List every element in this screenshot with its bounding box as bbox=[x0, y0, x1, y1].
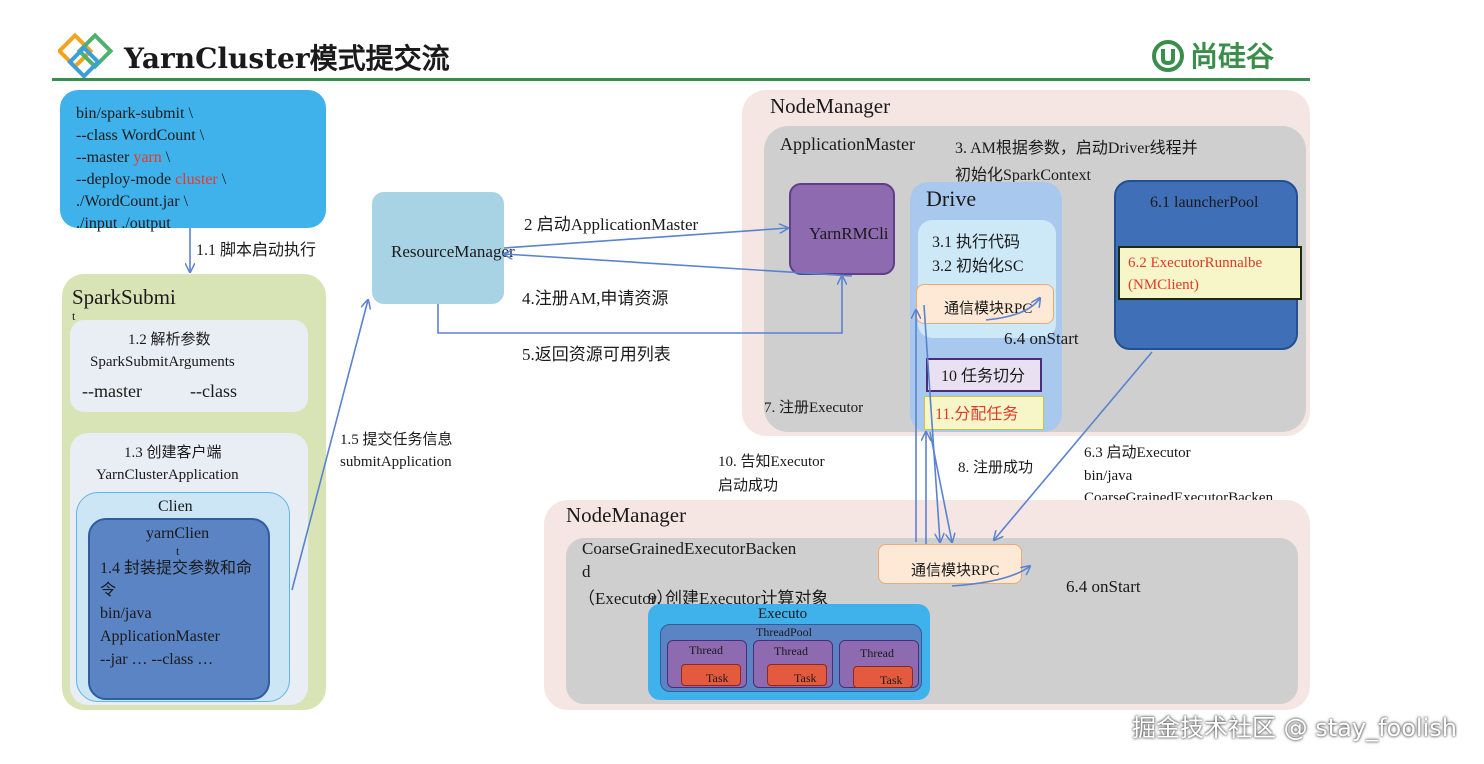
executor-backend-line-1: CoarseGrainedExecutorBacken bbox=[582, 539, 797, 558]
parse-class-option: --class bbox=[190, 381, 237, 401]
assign-task-label: 11.分配任务 bbox=[935, 406, 1019, 423]
step-7-label: 7. 注册Executor bbox=[764, 400, 864, 416]
step-9-label: 9. 创建Executor计算对象 bbox=[648, 589, 829, 608]
step-6-4-executor-label: 6.4 onStart bbox=[1066, 577, 1141, 596]
page-title: YarnCluster模式提交流 bbox=[124, 42, 450, 75]
step-3-2-label: 3.2 初始化SC bbox=[932, 258, 1024, 275]
brand-name: 尚硅谷 bbox=[1190, 40, 1275, 73]
parse-args-box bbox=[70, 320, 308, 412]
task-split-label: 10 任务切分 bbox=[941, 368, 1026, 385]
step-3-line-1: 3. AM根据参数，启动Driver线程并 bbox=[955, 140, 1198, 157]
thread-label: Thread bbox=[774, 644, 808, 658]
step-3-line-2: 初始化SparkContext bbox=[955, 167, 1091, 184]
yarn-rm-client-label: YarnRMCli bbox=[809, 224, 889, 243]
launcher-pool-label: 6.1 launcherPool bbox=[1150, 194, 1259, 211]
task-label: Task bbox=[794, 671, 817, 685]
thread-label: Thread bbox=[689, 643, 723, 657]
task-box bbox=[681, 664, 741, 686]
parse-args-title: 1.2 解析参数 bbox=[128, 332, 211, 348]
step-5-label: 5.返回资源可用列表 bbox=[522, 345, 671, 364]
task-label: Task bbox=[880, 673, 903, 687]
resource-manager-label: ResourceManager bbox=[391, 242, 515, 261]
master-option: --master bbox=[76, 149, 134, 166]
step-10-notify-line-1: 10. 告知Executor bbox=[718, 454, 825, 470]
step-1-5-method: submitApplication bbox=[340, 454, 452, 470]
yarn-client-label: yarnClien bbox=[146, 525, 210, 542]
executor-backend-line-2: d bbox=[582, 562, 591, 581]
executor-runnable-line-2: (NMClient) bbox=[1128, 277, 1199, 293]
yarn-client-box bbox=[88, 518, 270, 700]
node-manager-top-title: NodeManager bbox=[770, 94, 891, 118]
yarn-rm-client-box: YarnRMCli bbox=[789, 183, 895, 275]
node-manager-bottom-title: NodeManager bbox=[566, 503, 687, 527]
task-label: Task bbox=[706, 671, 729, 685]
create-client-class: YarnClusterApplication bbox=[96, 467, 239, 483]
executor-title: Executo bbox=[758, 606, 808, 622]
executor-rpc-label: 通信模块RPC bbox=[911, 563, 1000, 579]
wrap-args-line-4: ApplicationMaster bbox=[100, 628, 220, 645]
line-continuation: \ bbox=[161, 149, 171, 166]
step-4-label: 4.注册AM,申请资源 bbox=[522, 289, 669, 308]
step-6-3-line-2: bin/java bbox=[1084, 468, 1133, 484]
parse-master-option: --master bbox=[82, 381, 142, 401]
submit-line-2: --class WordCount \ bbox=[76, 127, 205, 144]
yarn-client-label-cont: t bbox=[176, 544, 180, 558]
spark-submit-title-cont: t bbox=[72, 309, 76, 323]
wrap-args-line-1: 1.4 封装提交参数和命 bbox=[100, 560, 253, 577]
create-client-title: 1.3 创建客户端 bbox=[124, 445, 222, 461]
step-6-3-line-1: 6.3 启动Executor bbox=[1084, 445, 1191, 461]
brand-icon bbox=[1152, 40, 1184, 72]
executor-runnable-box bbox=[1118, 246, 1302, 300]
step-1-5-label: 1.5 提交任务信息 bbox=[340, 432, 453, 448]
application-master-title: ApplicationMaster bbox=[780, 134, 915, 154]
step-8-label: 8. 注册成功 bbox=[958, 460, 1034, 476]
submit-command-box bbox=[60, 90, 326, 228]
logo-icon bbox=[56, 28, 120, 82]
step-3-1-label: 3.1 执行代码 bbox=[932, 234, 1021, 251]
deploy-mode-value: cluster bbox=[175, 171, 218, 188]
submit-line-4: --deploy-mode cluster \ bbox=[76, 169, 226, 191]
master-value: yarn bbox=[133, 149, 162, 166]
parse-args-class: SparkSubmitArguments bbox=[90, 354, 235, 370]
submit-line-5: ./WordCount.jar \ bbox=[76, 193, 189, 210]
driver-title: Drive bbox=[926, 186, 977, 211]
spark-submit-title: SparkSubmi bbox=[72, 285, 176, 309]
watermark-text: 掘金技术社区 @ stay_foolish bbox=[1132, 714, 1457, 742]
submit-line-1: bin/spark-submit \ bbox=[76, 105, 193, 122]
driver-rpc-label: 通信模块RPC bbox=[944, 301, 1033, 317]
submit-line-6: ./input ./output bbox=[76, 215, 171, 232]
task-box bbox=[853, 666, 913, 688]
thread-pool-label: ThreadPool bbox=[756, 625, 812, 639]
deploy-mode-option: --deploy-mode bbox=[76, 171, 176, 188]
wrap-args-line-3: bin/java bbox=[100, 605, 152, 622]
step-1-1-label: 1.1 脚本启动执行 bbox=[196, 242, 317, 259]
title-underline bbox=[52, 78, 1310, 81]
line-continuation: \ bbox=[217, 171, 227, 188]
step-2-label: 2 启动ApplicationMaster bbox=[524, 215, 699, 234]
submit-line-3: --master yarn \ bbox=[76, 147, 170, 169]
task-box bbox=[767, 664, 827, 686]
wrap-args-line-5: --jar … --class … bbox=[100, 651, 214, 668]
executor-paren-label: （Executor） bbox=[578, 589, 674, 608]
wrap-args-line-2: 令 bbox=[100, 582, 117, 599]
client-label: Clien bbox=[158, 498, 193, 515]
step-10-notify-line-2: 启动成功 bbox=[718, 478, 779, 494]
executor-runnable-line-1: 6.2 ExecutorRunnalbe bbox=[1128, 255, 1263, 271]
step-6-4-driver-label: 6.4 onStart bbox=[1004, 329, 1079, 348]
thread-label: Thread bbox=[860, 646, 894, 660]
